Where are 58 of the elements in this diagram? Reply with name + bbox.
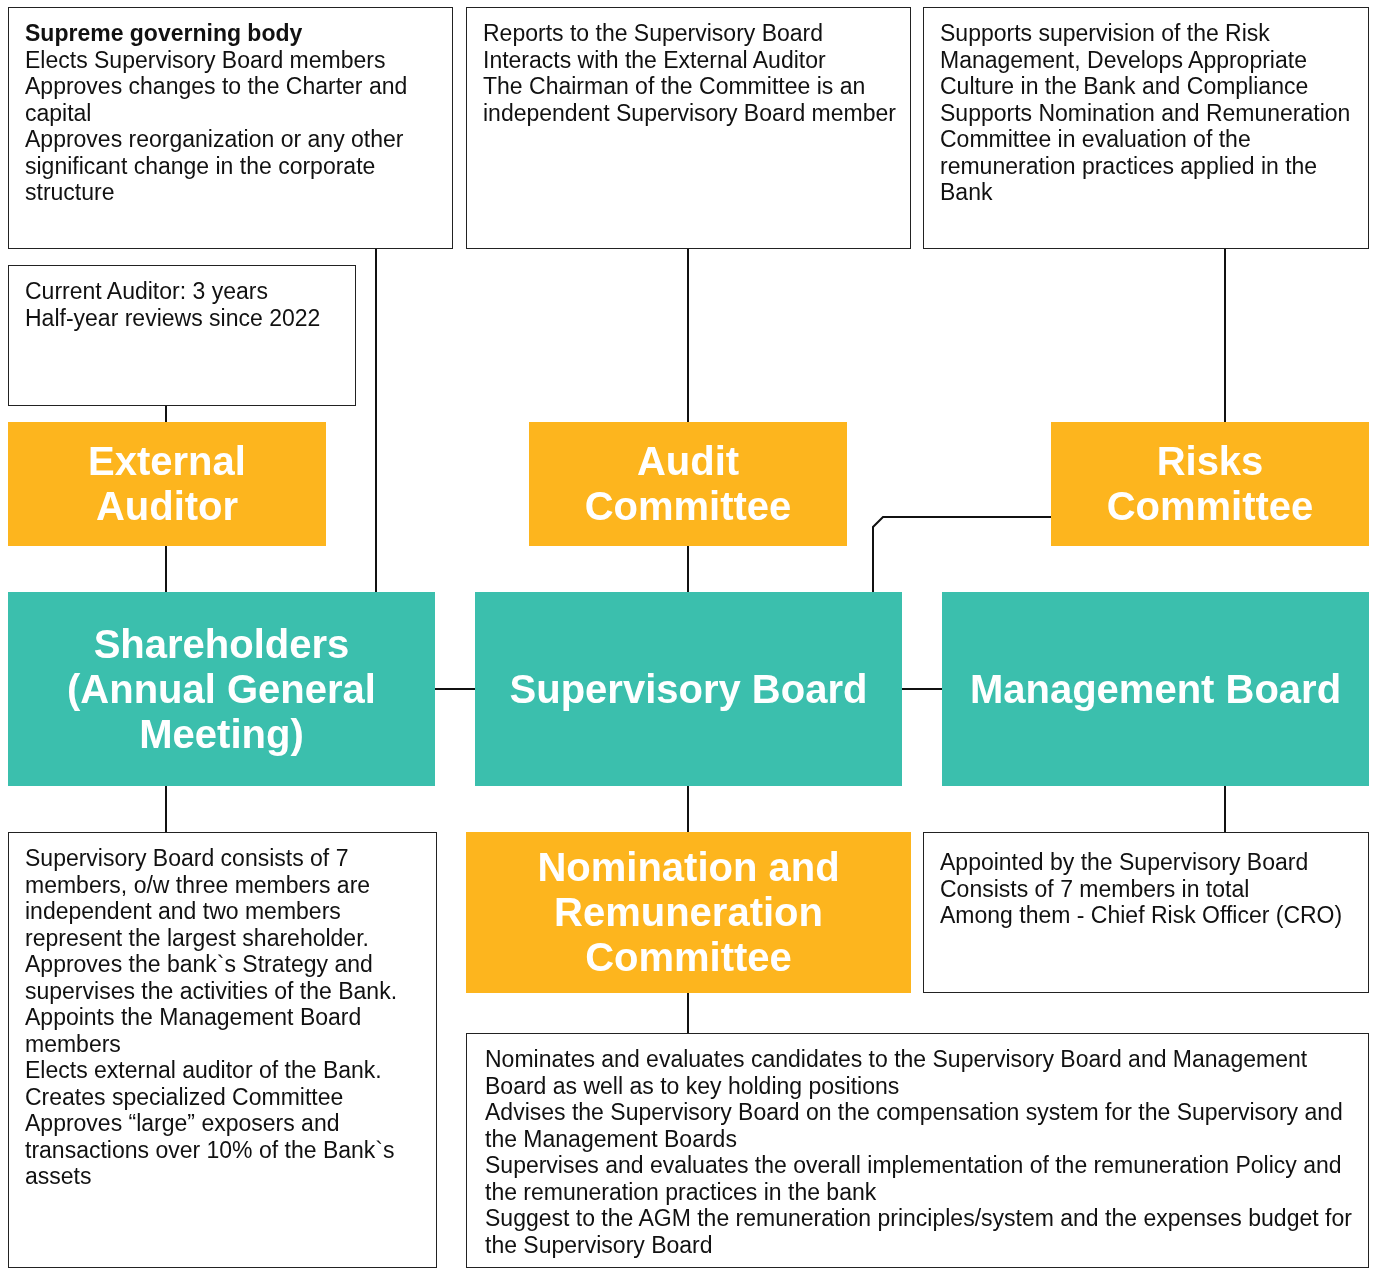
connector-line <box>687 248 689 423</box>
connector-line <box>1224 248 1226 423</box>
connector-line <box>1224 785 1226 833</box>
note-text: Nominates and evaluates candidates to the Supervisory Board and Management Board as well as to key holding positions <box>485 1046 1309 1099</box>
note-text: Among them - Chief Risk Officer (CRO) <box>940 902 1344 929</box>
note-text: Approves the bank`s Strategy and supervises the activities of the Bank. <box>25 951 399 1004</box>
note-text: Supports Nomination and Remuneration Committee in evaluation of the remuneration practices applied in the Bank <box>940 99 1352 206</box>
box-title: External Auditor <box>87 439 247 529</box>
box-title: Risks Committee <box>1105 439 1315 529</box>
connector-line <box>687 992 689 1034</box>
connector-line <box>901 688 943 690</box>
note-text: Suggest to the AGM the remuneration principles/system and the expenses budget for the Supervisory Board <box>485 1205 1353 1258</box>
note-text: Half-year reviews since 2022 <box>25 304 322 331</box>
committee-box <box>8 422 326 546</box>
note-text: Advises the Supervisory Board on the compensation system for the Supervisory and the Management Boards <box>485 1099 1344 1152</box>
note-box <box>8 265 356 406</box>
note-text: Supervises and evaluates the overall implementation of the remuneration Policy and the remuneration practices in the bank <box>485 1152 1343 1205</box>
note-text: Elects Supervisory Board members <box>25 46 387 73</box>
note-text: Approves changes to the Charter and capital <box>25 73 409 126</box>
heading-text: Supreme governing body <box>25 20 304 47</box>
note-text: Creates specialized Committee <box>25 1083 345 1110</box>
note-text: Approves “large” exposers and transactions over 10% of the Bank`s assets <box>25 1110 396 1190</box>
note-text: Supports supervision of the Risk Management, Develops Appropriate Culture in the Bank and Compliance <box>940 20 1310 100</box>
board-box <box>475 592 902 786</box>
note-text: Appointed by the Supervisory Board <box>940 849 1310 876</box>
connector-line <box>375 248 377 593</box>
box-title: Supervisory Board <box>509 666 868 712</box>
note-box <box>8 7 453 249</box>
note-text: Elects external auditor of the Bank. <box>25 1057 383 1084</box>
committee-box <box>466 832 911 993</box>
box-title: Management Board <box>969 666 1342 712</box>
box-title: Shareholders (Annual General Meeting) <box>66 621 377 757</box>
board-box <box>8 592 435 786</box>
note-box <box>8 832 437 1268</box>
note-text: Interacts with the External Auditor <box>483 46 827 73</box>
board-box <box>942 592 1369 786</box>
note-text: The Chairman of the Committee is an independent Supervisory Board member <box>483 73 896 126</box>
note-box <box>466 7 911 249</box>
note-box <box>923 7 1369 249</box>
connector-line <box>687 545 689 593</box>
box-title: Nomination and Remuneration Committee <box>536 845 841 980</box>
connector-line <box>165 405 167 423</box>
connector-line <box>687 785 689 833</box>
note-text: Consists of 7 members in total <box>940 875 1251 902</box>
connector-line <box>872 516 1052 593</box>
note-text: Reports to the Supervisory Board <box>483 20 825 47</box>
committee-box <box>529 422 847 546</box>
box-title: Audit Committee <box>583 439 793 529</box>
note-box <box>923 832 1369 993</box>
note-text: Supervisory Board consists of 7 members, o/w three members are independent and two members represent the largest shareholder. <box>25 845 372 951</box>
note-text: Approves reorganization or any other significant change in the corporate structure <box>25 126 405 206</box>
note-text: Appoints the Management Board members <box>25 1004 363 1057</box>
connector-line <box>165 785 167 833</box>
connector-line <box>434 688 476 690</box>
connector-line <box>165 545 167 593</box>
note-text: Current Auditor: 3 years <box>25 278 269 305</box>
note-box <box>466 1033 1369 1268</box>
committee-box <box>1051 422 1369 546</box>
